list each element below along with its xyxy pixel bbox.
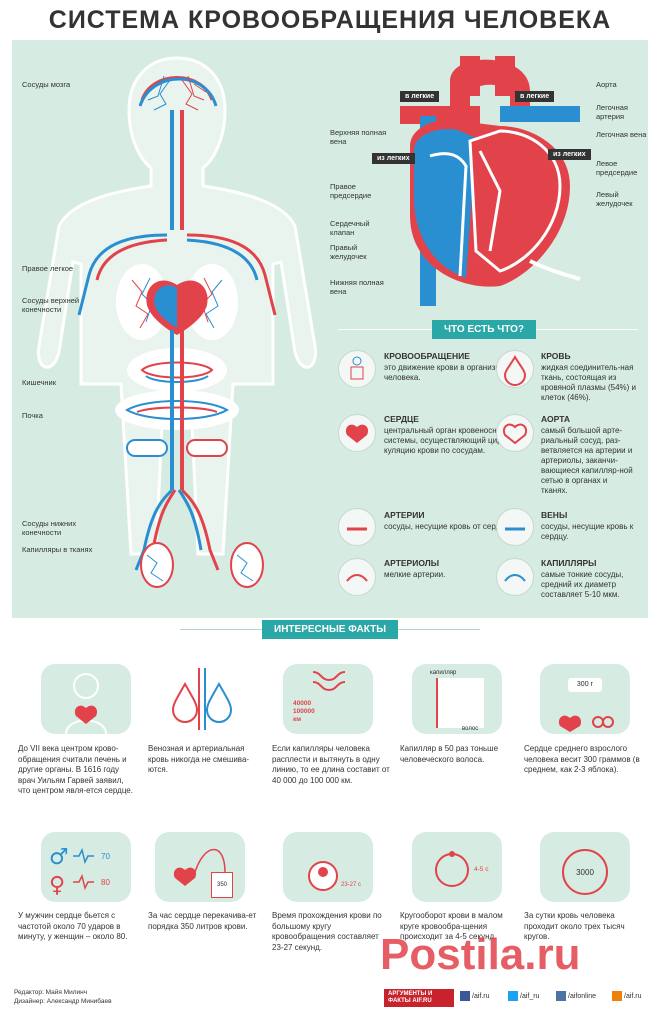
watermark: Postila.ru [380,930,581,979]
svg-text:♂: ♂ [49,845,69,870]
label-left-atrium: Левое предсердие [596,159,638,177]
label-right-ventricle: Правый желудочек [330,243,367,261]
social-facebook[interactable]: /aif.ru [460,991,490,1001]
hair-icon: капилляр волос [412,664,502,734]
label-heart-valve: Сердечный клапан [330,219,370,237]
fact-8: Время прохождения крови по большому круг… [272,911,382,952]
fact-9: Кругооборот крови в малом круге кровообр… [400,911,503,941]
fact-7: За час сердце перекачива-ет порядка 350 … [148,911,257,931]
label-pulmonary-artery: Легочная артерия [596,103,628,121]
capillary-icon [496,558,534,596]
social-ok[interactable]: /aif.ru [612,991,642,1001]
scale-icon: 300 г [540,664,630,734]
small-circle-icon: 4-5 с [412,832,502,902]
heart-diagram [400,56,581,306]
label-upper-limb: Сосуды верхней конечности [22,296,80,314]
liver-area [127,348,227,392]
twitter-icon [508,991,518,1001]
aif-logo[interactable]: АРГУМЕНТЫ И ФАКТЫ AIF.RU [384,989,454,1007]
ok-icon [612,991,622,1001]
cycles-icon: 3000 [540,832,630,902]
big-circle-icon: 23-27 с [283,832,373,902]
fact-4: Капилляр в 50 раз тоньше человеческого в… [400,744,499,764]
label-brain-vessels: Сосуды мозга [22,80,71,89]
fact-3: Если капилляры человека расплести и вытя… [272,744,390,785]
two-drops-icon [155,664,245,734]
svg-text:♀: ♀ [49,873,65,898]
fact-1: До VII века центром крово-обращения счит… [18,744,133,795]
arteriole-icon [338,558,376,596]
fact-2: Венозная и артериальная кровь никогда не… [148,744,250,774]
label-lower-limb: Сосуды нижних конечности [22,519,77,537]
tag-to-lungs-left: в легкие [400,91,440,102]
harvey-icon [41,664,131,735]
facebook-icon [460,991,470,1001]
label-inferior-vena-cava: Нижняя полная вена [330,278,384,296]
body-diagram [36,56,318,588]
artery-icon [338,508,376,546]
social-twitter[interactable]: /aif_ru [508,991,539,1001]
label-kidney: Почка [22,411,43,420]
label-intestine: Кишечник [22,378,57,387]
lower-limb-capillaries-left [140,542,174,588]
body-icon [338,350,376,388]
pump-icon: 350 [155,832,245,902]
label-superior-vena-cava: Верхняя полная вена [330,128,387,146]
vk-icon [556,991,566,1001]
label-aorta: Аорта [596,80,617,89]
label-left-ventricle: Левый желудочек [596,190,633,208]
label-right-lung: Правое легкое [22,264,74,273]
label-pulmonary-vein: Легочная вена [596,130,647,139]
label-capillaries: Капилляры в тканях [22,545,93,554]
fact-10: За сутки кровь человека проходит около т… [524,911,625,941]
intestine [115,390,239,430]
label-right-atrium: Правое предсердие [330,182,372,200]
gender-pulse-icon: ♂♀ 70 80 [41,832,131,902]
fact-5: Сердце среднего взрослого человека весит… [524,744,640,774]
kidney-left [126,439,168,457]
tag-from-lungs-left: из легких [372,153,415,164]
kidney-right [186,439,228,457]
facts-banner: ИНТЕРЕСНЫЕ ФАКТЫ [262,620,398,639]
tag-to-lungs-right: в легкие [515,91,555,102]
social-vk[interactable]: /aifonline [556,991,596,1001]
what-is-banner: ЧТО ЕСТЬ ЧТО? [432,320,536,339]
drop-icon [496,350,534,388]
lower-limb-capillaries-right [230,542,264,588]
vein-icon [496,508,534,546]
heart-icon [338,414,376,452]
page-title: СИСТЕМА КРОВООБРАЩЕНИЯ ЧЕЛОВЕКА [48,6,612,34]
aorta-icon [496,414,534,452]
tag-from-lungs-right: из легких [548,149,591,160]
fact-6: У мужчин сердце бьется с частотой около … [18,911,128,941]
credits: Редактор: Майя Милинч Дизайнер: Александ… [14,989,112,1005]
